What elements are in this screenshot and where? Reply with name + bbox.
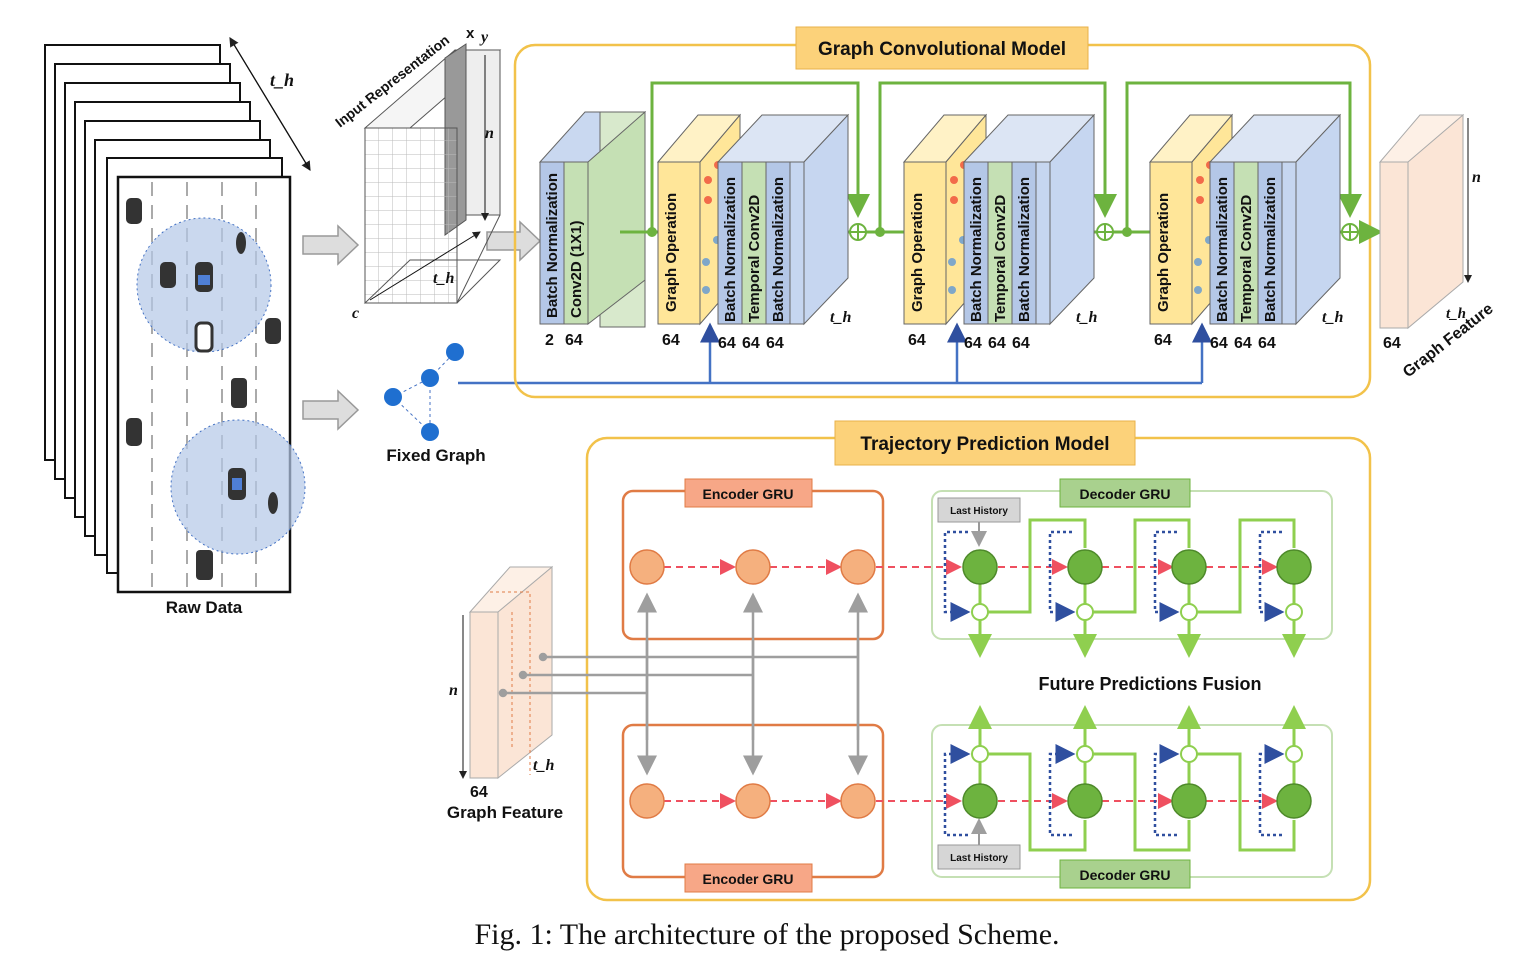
- encoder-bottom-label: Encoder GRU: [702, 871, 793, 887]
- block1-dim-2: 64: [766, 335, 784, 352]
- last-history-bottom: Last History: [950, 853, 1008, 864]
- gcm-title-box: [795, 26, 1089, 70]
- block2-layer-2: Batch Normalization: [1016, 177, 1033, 322]
- block1-dim-1: 64: [742, 335, 760, 352]
- block1-time: t_h: [830, 309, 851, 326]
- gcm-title: Graph Convolutional Model: [818, 39, 1066, 60]
- graph-feature-out-dim: 64: [1383, 335, 1401, 352]
- gcm-first-dim-0: 2: [545, 332, 554, 349]
- gcm-first-block: [538, 110, 647, 328]
- raw-data-time-label: t_h: [270, 70, 294, 90]
- graph-feature-input: [459, 565, 554, 780]
- block3-layer-1: Temporal Conv2D: [1238, 195, 1255, 322]
- gcm-first-dim-1: 64: [565, 332, 583, 349]
- block2-layer-1: Temporal Conv2D: [992, 195, 1009, 322]
- block3-layer-0: Batch Normalization: [1214, 177, 1231, 322]
- block1-layer-1: Temporal Conv2D: [746, 195, 763, 322]
- input-axis-x: x: [466, 25, 475, 42]
- block1-layer-0: Batch Normalization: [722, 177, 739, 322]
- block2-graph-op: Graph Operation: [909, 193, 926, 312]
- block1-dim-0: 64: [718, 335, 736, 352]
- fixed-graph-label: Fixed Graph: [386, 446, 485, 465]
- block2-dim-0: 64: [964, 335, 982, 352]
- graph-feature-in-dim: 64: [470, 784, 488, 801]
- decoder-loops: [968, 518, 1306, 852]
- decoder-feedback: [943, 530, 1285, 837]
- block2-graph-op-dim: 64: [908, 332, 926, 349]
- input-representation-tensor: [363, 43, 502, 304]
- graph-feature-out-n: n: [1472, 169, 1481, 186]
- graph-feature-out-t: t_h: [1446, 306, 1466, 322]
- feature-connections: [498, 592, 868, 776]
- block3-layer-2: Batch Normalization: [1262, 177, 1279, 322]
- tpm-title-box: [834, 420, 1136, 466]
- block3-graph-op-dim: 64: [1154, 332, 1172, 349]
- input-axis-n: n: [485, 125, 494, 142]
- graph-feature-output: [1378, 113, 1472, 330]
- block1-graph-op-dim: 64: [662, 332, 680, 349]
- flow-arrows: [302, 220, 542, 431]
- block2-time: t_h: [1076, 309, 1097, 326]
- input-axis-t: t_h: [433, 270, 454, 287]
- gcm-block-2: [902, 113, 1096, 326]
- tpm-title: Trajectory Prediction Model: [860, 434, 1109, 455]
- sequence-arrows: [664, 559, 1278, 809]
- gcm-block-1: [656, 113, 850, 326]
- block3-dim-1: 64: [1234, 335, 1252, 352]
- gcm-sum-nodes: [647, 223, 1359, 241]
- raw-data-stack: [44, 36, 311, 594]
- gcm-block-3: [1148, 113, 1342, 326]
- raw-data-label: Raw Data: [166, 598, 243, 617]
- graph-feature-in-label: Graph Feature: [447, 803, 563, 822]
- block1-graph-op: Graph Operation: [663, 193, 680, 312]
- block3-graph-op: Graph Operation: [1155, 193, 1172, 312]
- decoder-sum-nodes: [971, 603, 1303, 763]
- input-axis-c: c: [352, 305, 359, 322]
- gcm-first-layer-1: Conv2D (1X1): [568, 220, 585, 318]
- decoder-nodes: [962, 549, 1312, 819]
- block2-dim-1: 64: [988, 335, 1006, 352]
- encoder-top-label: Encoder GRU: [702, 486, 793, 502]
- block2-layer-0: Batch Normalization: [968, 177, 985, 322]
- block3-dim-0: 64: [1210, 335, 1228, 352]
- graph-feature-in-t: t_h: [533, 757, 554, 774]
- graph-feature-in-n: n: [449, 682, 458, 699]
- fixed-graph: [384, 343, 464, 441]
- figure-caption: Fig. 1: The architecture of the proposed…: [474, 918, 1060, 951]
- car-icons: [126, 198, 281, 580]
- decoder-bottom-label: Decoder GRU: [1079, 867, 1170, 883]
- block1-layer-2: Batch Normalization: [770, 177, 787, 322]
- encoder-nodes: [629, 549, 876, 819]
- gcm-first-layer-0: Batch Normalization: [544, 173, 561, 318]
- decoder-top-label: Decoder GRU: [1079, 486, 1170, 502]
- block3-dim-2: 64: [1258, 335, 1276, 352]
- input-axis-y: y: [479, 29, 489, 46]
- fusion-label: Future Predictions Fusion: [1038, 674, 1261, 694]
- last-history-top: Last History: [950, 506, 1008, 517]
- block3-time: t_h: [1322, 309, 1343, 326]
- block2-dim-2: 64: [1012, 335, 1030, 352]
